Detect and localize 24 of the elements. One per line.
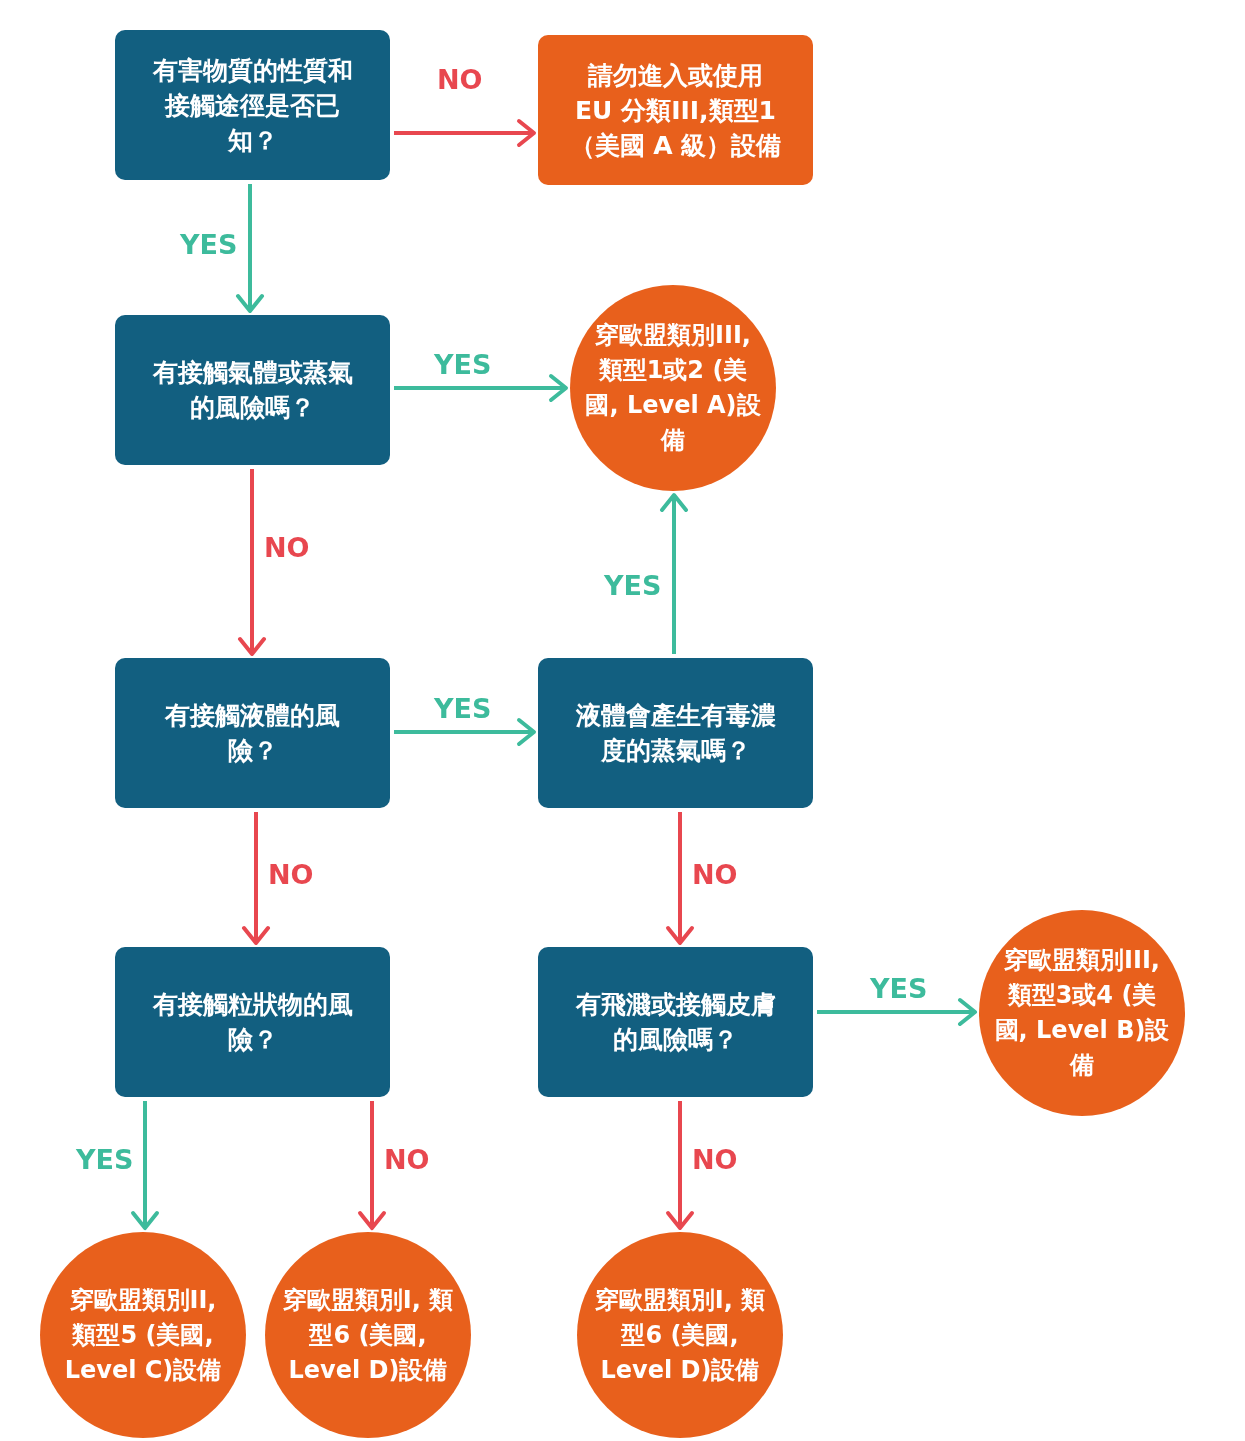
result-box: 請勿進入或使用 EU 分類III,類型1（美國 A 級）設備 xyxy=(538,35,813,185)
arrow xyxy=(238,469,266,656)
question-box: 有飛濺或接觸皮膚的風險嗎？ xyxy=(538,947,813,1097)
arrow xyxy=(394,119,536,147)
question-box: 有接觸氣體或蒸氣的風險嗎？ xyxy=(115,315,390,465)
result-circle: 穿歐盟類別III, 類型3或4 (美國, Level B)設備 xyxy=(979,910,1185,1116)
question-box: 有接觸液體的風險？ xyxy=(115,658,390,808)
result-circle: 穿歐盟類別II, 類型5 (美國, Level C)設備 xyxy=(40,1232,246,1438)
arrow xyxy=(131,1101,159,1230)
arrow xyxy=(666,1101,694,1230)
arrow xyxy=(242,812,270,945)
question-box: 液體會產生有毒濃度的蒸氣嗎？ xyxy=(538,658,813,808)
arrow xyxy=(358,1101,386,1231)
arrow xyxy=(666,812,694,945)
arrow xyxy=(817,998,977,1026)
result-circle: 穿歐盟類別III, 類型1或2 (美國, Level A)設備 xyxy=(570,285,776,491)
result-circle: 穿歐盟類別I, 類型6 (美國, Level D)設備 xyxy=(265,1232,471,1438)
arrow xyxy=(236,184,264,313)
question-box: 有害物質的性質和接觸途徑是否已知？ xyxy=(115,30,390,180)
result-circle: 穿歐盟類別I, 類型6 (美國, Level D)設備 xyxy=(577,1232,783,1438)
arrow xyxy=(660,493,688,654)
arrow xyxy=(394,374,568,402)
question-box: 有接觸粒狀物的風險？ xyxy=(115,947,390,1097)
arrow xyxy=(394,718,536,746)
